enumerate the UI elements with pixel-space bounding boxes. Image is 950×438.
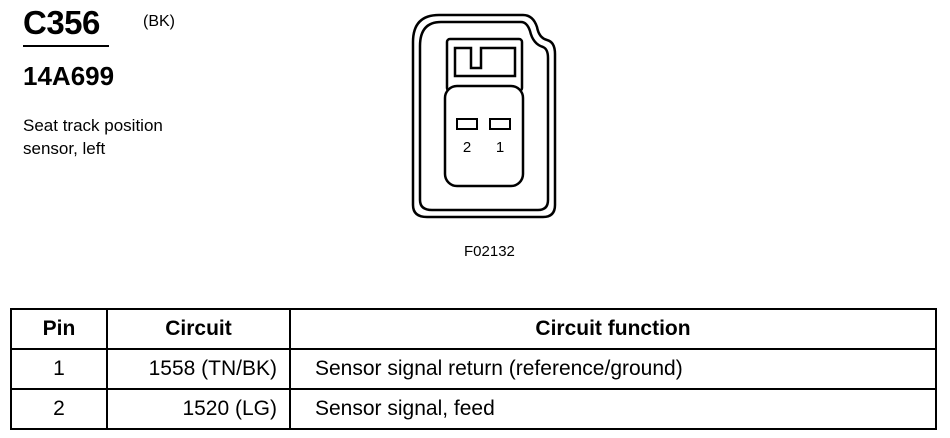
connector-color-code: (BK): [143, 13, 175, 30]
connector-pin-face: [443, 84, 525, 188]
table-row: 1 1558 (TN/BK) Sensor signal return (ref…: [10, 348, 937, 390]
connector-face-diagram: 2 1: [411, 13, 557, 219]
connector-housing-outer: [411, 13, 557, 219]
connector-id: C356: [23, 4, 100, 41]
cell-pin: 2: [10, 388, 108, 430]
connector-housing-inner: [418, 20, 550, 212]
pin-cavity-1: [489, 118, 511, 130]
pin-label-2: 2: [463, 139, 471, 156]
header-pin: Pin: [10, 308, 108, 350]
header-circuit-function: Circuit function: [289, 308, 937, 350]
title-underline: [23, 45, 109, 47]
description-line: sensor, left: [23, 139, 106, 158]
pin-label-1: 1: [496, 139, 504, 156]
part-number: 14A699: [23, 61, 115, 91]
pin-cavity-2: [456, 118, 478, 130]
pin-table: Pin Circuit Circuit function 1 1558 (TN/…: [10, 308, 937, 430]
connector-latch-tab: [453, 46, 517, 78]
header-circuit: Circuit: [106, 308, 291, 350]
cell-circuit: 1520 (LG): [106, 388, 291, 430]
figure-id: F02132: [464, 243, 515, 260]
connector-description: Seat track position sensor, left: [23, 114, 243, 160]
cell-circuit-function: Sensor signal, feed: [289, 388, 937, 430]
cell-circuit: 1558 (TN/BK): [106, 348, 291, 390]
cell-circuit-function: Sensor signal return (reference/ground): [289, 348, 937, 390]
table-header-row: Pin Circuit Circuit function: [10, 308, 937, 350]
cell-pin: 1: [10, 348, 108, 390]
description-line: Seat track position: [23, 116, 163, 135]
table-row: 2 1520 (LG) Sensor signal, feed: [10, 388, 937, 430]
